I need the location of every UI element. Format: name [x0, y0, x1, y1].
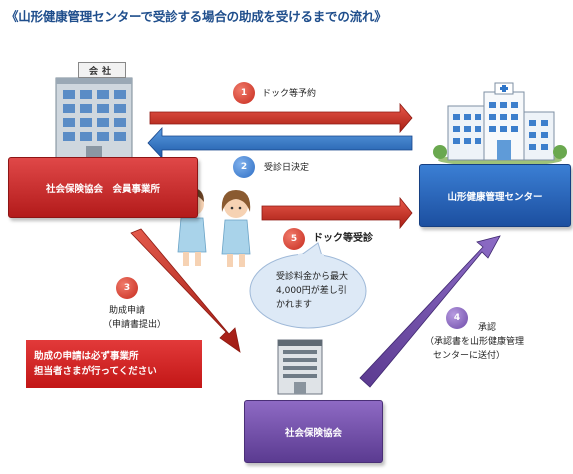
bubble-line-3: かれます [276, 300, 313, 310]
arrow-reservation [149, 102, 413, 134]
arrow-approval [359, 235, 501, 388]
company-sign: 会社 [78, 62, 126, 78]
step-3-badge: 3 [116, 277, 138, 299]
bubble-line-2: 4,000円が差し引 [276, 286, 347, 296]
arrow-checkup [261, 196, 413, 230]
notice-line-1: 助成の申請は必ず事業所 [34, 351, 139, 362]
arrow-date-decision [147, 126, 413, 160]
company-building-icon [55, 77, 133, 159]
speech-bubble [249, 242, 367, 329]
step-3-sublabel: （申請書提出） [103, 320, 167, 330]
step-1-label: ドック等予約 [262, 89, 317, 99]
bubble-line-1: 受診料金から最大 [276, 272, 349, 282]
hospital-building-icon [433, 82, 567, 166]
health-center-box: 山形健康管理センター [419, 164, 571, 227]
step-5-badge: 5 [283, 228, 305, 250]
page-title: 《山形健康管理センターで受診する場合の助成を受けるまでの流れ》 [6, 9, 387, 24]
step-4-badge: 4 [446, 307, 468, 329]
member-company-box: 社会保険協会 会員事業所 [8, 157, 198, 218]
step-4-sublabel-2: センターに送付） [433, 351, 506, 361]
step-2-badge: 2 [233, 156, 255, 178]
insurance-association-box: 社会保険協会 [244, 400, 383, 463]
step-1-badge: 1 [233, 82, 255, 104]
bubble-text: 受診料金から最大 4,000円が差し引 かれます [276, 270, 348, 312]
patient-girl-icon [221, 190, 251, 267]
notice-line-2: 担当者さまが行ってください [34, 366, 157, 377]
step-2-label: 受診日決定 [264, 163, 310, 173]
step-4-sublabel-1: （承認書を山形健康管理 [425, 337, 525, 347]
association-building-icon [277, 339, 323, 395]
application-notice: 助成の申請は必ず事業所 担当者さまが行ってください [26, 340, 202, 388]
step-4-label: 承認 [478, 323, 497, 333]
step-5-label: ドック等受診 [313, 233, 373, 244]
arrow-application [130, 228, 241, 353]
step-3-label: 助成申請 [109, 306, 146, 316]
